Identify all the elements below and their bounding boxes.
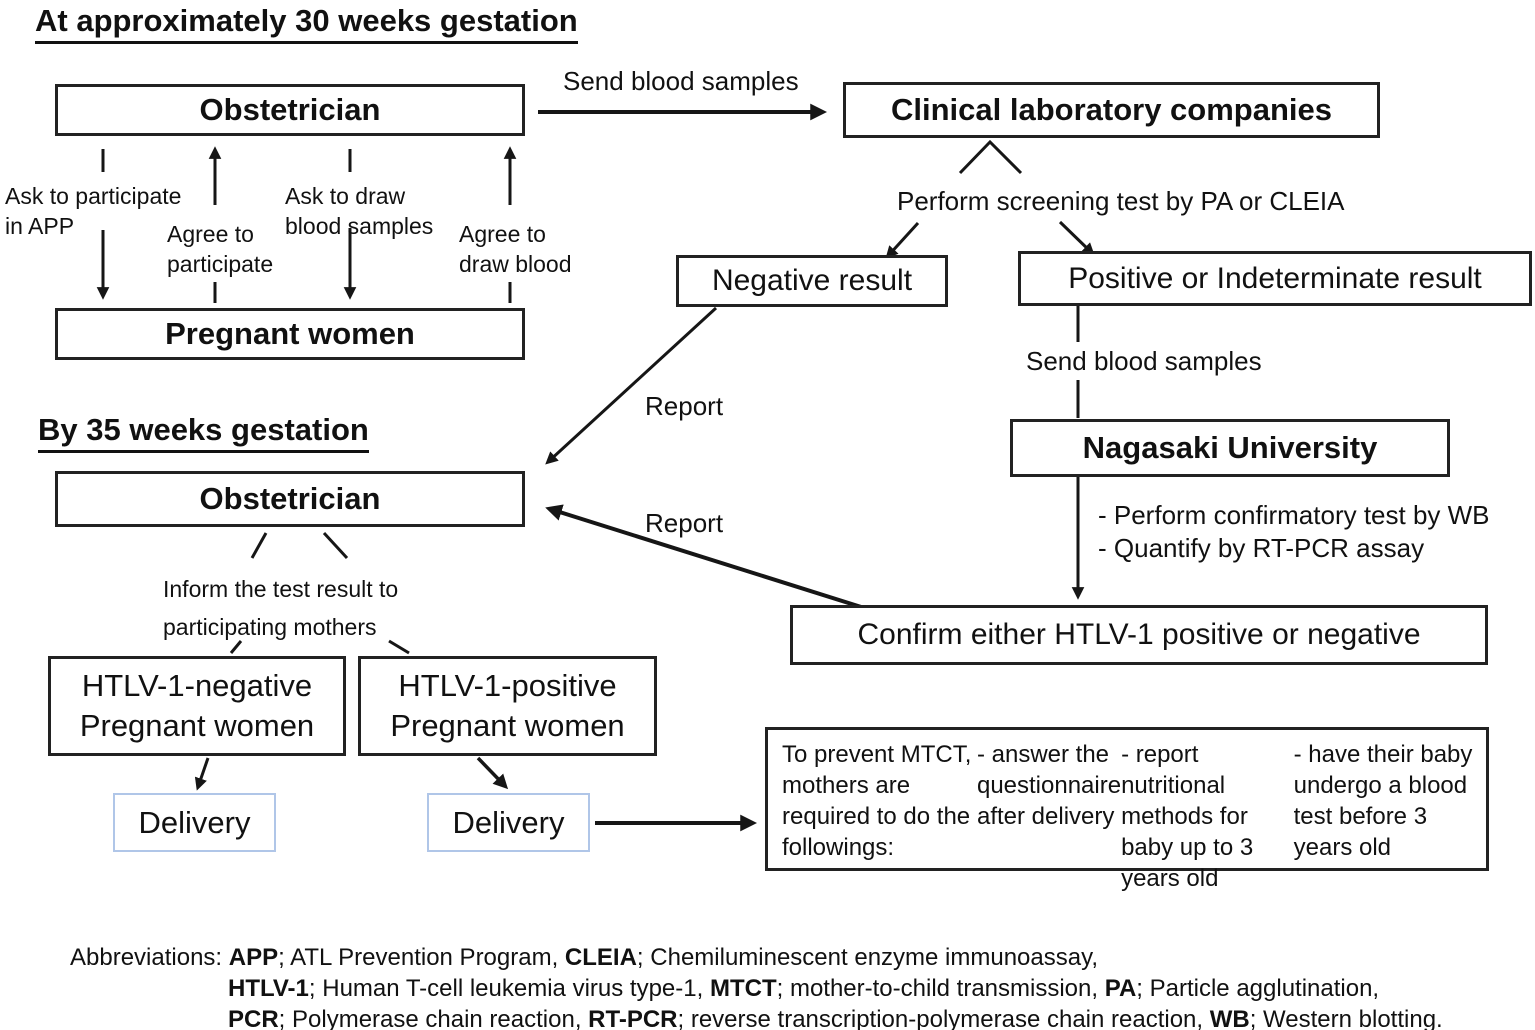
abbr-text: ; Particle agglutination, (1136, 975, 1380, 1002)
box-delivery-negative: Delivery (113, 793, 276, 852)
box-obstetrician-2: Obstetrician (55, 471, 525, 527)
box-delivery-positive: Delivery (427, 793, 590, 852)
slash-inform-right (388, 639, 410, 655)
label-ask-to-participate: Ask to participate in APP (5, 181, 181, 241)
label-send-blood-samples-1: Send blood samples (563, 66, 799, 96)
abbr-text: ; Human T-cell leukemia virus type-1, (308, 975, 710, 1002)
abbr-term: HTLV-1 (228, 975, 309, 1002)
section-title-30-weeks: At approximately 30 weeks gestation (35, 3, 578, 44)
text-line: - have their baby undergo a blood test b… (1293, 741, 1473, 861)
text-line: - Quantify by RT-PCR assay (1098, 533, 1425, 563)
abbreviations-line-1: Abbreviations: APP; ATL Prevention Progr… (70, 942, 1443, 973)
text-line: blood samples (285, 213, 434, 239)
text-line: in APP (5, 213, 75, 239)
arrow-positive-delivery (476, 756, 509, 790)
section-title-35-weeks: By 35 weeks gestation (38, 412, 369, 453)
abbr-term: CLEIA (564, 944, 637, 971)
text-line: Inform the test result to (163, 576, 399, 602)
text-line: participating mothers (163, 614, 377, 640)
caret-clinical-lab (958, 139, 1023, 175)
label-nagasaki-bullets: - Perform confirmatory test by WB- Quant… (1098, 499, 1490, 565)
box-negative-result: Negative result (676, 255, 948, 307)
label-agree-to-draw: Agree to draw blood (459, 219, 572, 279)
box-confirm-htlv1: Confirm either HTLV-1 positive or negati… (790, 605, 1488, 665)
label-agree-to-participate: Agree to participate (167, 219, 273, 279)
abbr-text: ; Chemiluminescent enzyme immunoassay, (636, 944, 1098, 971)
slash-inform-left (229, 640, 243, 654)
abbr-text: ; Polymerase chain reaction, (278, 1006, 589, 1030)
arrow-to-negative-result (885, 221, 920, 259)
abbreviations-line-3: PCR; Polymerase chain reaction, RT-PCR; … (228, 1004, 1443, 1030)
slash-obstetrician2-left (250, 532, 268, 559)
abbr-text: ; mother-to-child transmission, (776, 975, 1105, 1002)
text-line: - Perform confirmatory test by WB (1098, 500, 1490, 530)
box-nagasaki-university: Nagasaki University (1010, 419, 1450, 477)
text-line: Agree to (459, 221, 546, 247)
abbr-text: Abbreviations: (70, 944, 229, 971)
text-line: HTLV-1-positive (398, 668, 617, 703)
slash-obstetrician2-right (322, 531, 349, 560)
text-line: - answer the questionnaire after deliver… (976, 741, 1122, 830)
abbr-term: WB (1209, 1006, 1250, 1030)
box-mtct-requirements: To prevent MTCT, mothers are required to… (765, 727, 1489, 892)
abbr-term: MTCT (709, 975, 777, 1002)
text-line: draw blood (459, 251, 572, 277)
abbreviations-line-2: HTLV-1; Human T-cell leukemia virus type… (228, 973, 1443, 1004)
abbr-text: ; ATL Prevention Program, (278, 944, 565, 971)
label-send-blood-samples-2: Send blood samples (1026, 346, 1262, 376)
text-line: - report nutritional methods for baby up… (1121, 741, 1254, 892)
text-line: Ask to draw (285, 183, 406, 209)
abbr-term: RT-PCR (588, 1006, 678, 1030)
text-line: HTLV-1-negative (81, 668, 313, 703)
box-positive-indeterminate-result: Positive or Indeterminate result (1018, 251, 1532, 306)
label-ask-to-draw: Ask to draw blood samples (285, 181, 433, 241)
abbreviations-footnote: Abbreviations: APP; ATL Prevention Progr… (70, 942, 1443, 1030)
label-inform-test-result: Inform the test result to participating m… (163, 570, 398, 646)
label-report-1: Report (645, 391, 724, 421)
box-obstetrician-1: Obstetrician (55, 84, 525, 136)
text-line: Ask to participate (5, 183, 182, 209)
arrow-report-negative (545, 306, 718, 465)
arrow-negative-delivery (194, 757, 210, 791)
box-pregnant-women: Pregnant women (55, 308, 525, 360)
abbr-term: PA (1104, 975, 1137, 1002)
text-line: To prevent MTCT, mothers are required to… (782, 741, 972, 861)
arrow-to-positive-result (1058, 220, 1095, 256)
abbr-text: ; reverse transcription-polymerase chain… (677, 1006, 1210, 1030)
arrow-report-confirm (545, 504, 913, 625)
text-line: Agree to (167, 221, 254, 247)
text-line: Pregnant women (390, 708, 625, 743)
abbr-text: ; Western blotting. (1249, 1006, 1443, 1030)
text-line: Pregnant women (79, 708, 315, 743)
label-perform-screening: Perform screening test by PA or CLEIA (897, 186, 1345, 216)
label-report-2: Report (645, 508, 724, 538)
abbr-term: PCR (228, 1006, 279, 1030)
box-clinical-laboratory-companies: Clinical laboratory companies (843, 82, 1380, 138)
text-line: participate (167, 251, 274, 277)
abbr-term: APP (228, 944, 279, 971)
